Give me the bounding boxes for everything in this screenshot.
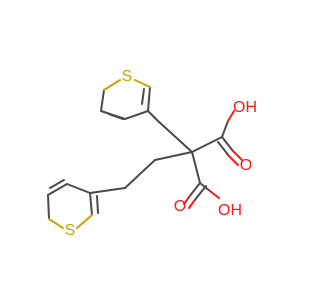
- sulfur-bond: [48, 218, 64, 229]
- bond: [141, 88, 145, 105]
- bond: [199, 182, 211, 192]
- hydroxyl-bottom: OH: [218, 202, 242, 219]
- bond: [147, 110, 159, 122]
- bond: [193, 185, 207, 202]
- sulfur-atom-bottom: S: [65, 222, 76, 239]
- thiophene-ring-top: S: [100, 68, 151, 120]
- bond: [100, 89, 105, 112]
- molecule-structure: S S: [47, 68, 257, 239]
- thiophene-ring-bottom: S: [47, 179, 99, 239]
- bond: [66, 183, 91, 194]
- carboxylic-acid-top: OH O: [217, 99, 257, 174]
- bond: [147, 86, 151, 112]
- carbonyl-oxygen-bottom: O: [174, 198, 186, 215]
- bond: [47, 183, 68, 196]
- structure-diagram: S S: [47, 68, 257, 239]
- oxygen-bond: [227, 110, 235, 122]
- sulfur-bond: [134, 79, 151, 88]
- oxygen-bond: [228, 155, 239, 166]
- oxygen-bond: [188, 200, 195, 209]
- bond: [89, 192, 93, 216]
- bond: [154, 151, 193, 161]
- bond: [217, 141, 230, 157]
- carboxylic-acid-bottom: O OH: [174, 182, 242, 219]
- carbonyl-oxygen-top: O: [240, 157, 252, 174]
- bond: [191, 151, 201, 184]
- oxygen-bond: [209, 190, 220, 199]
- oxygen-bond: [183, 196, 190, 205]
- carbon-backbone: [89, 110, 223, 194]
- bond: [221, 136, 234, 152]
- sulfur-bond: [76, 214, 93, 229]
- bond: [221, 120, 229, 138]
- sulfur-atom-top: S: [122, 68, 133, 85]
- bond: [124, 110, 149, 120]
- oxygen-bond: [232, 150, 243, 161]
- bond: [49, 179, 65, 189]
- bond: [124, 159, 156, 189]
- bond: [157, 120, 193, 153]
- bond: [47, 194, 50, 220]
- hydroxyl-top: OH: [233, 99, 257, 116]
- bond: [96, 195, 99, 214]
- bond: [89, 187, 126, 194]
- bond: [191, 136, 223, 153]
- bond: [108, 113, 124, 120]
- bond: [188, 182, 201, 198]
- sulfur-bond: [103, 79, 121, 91]
